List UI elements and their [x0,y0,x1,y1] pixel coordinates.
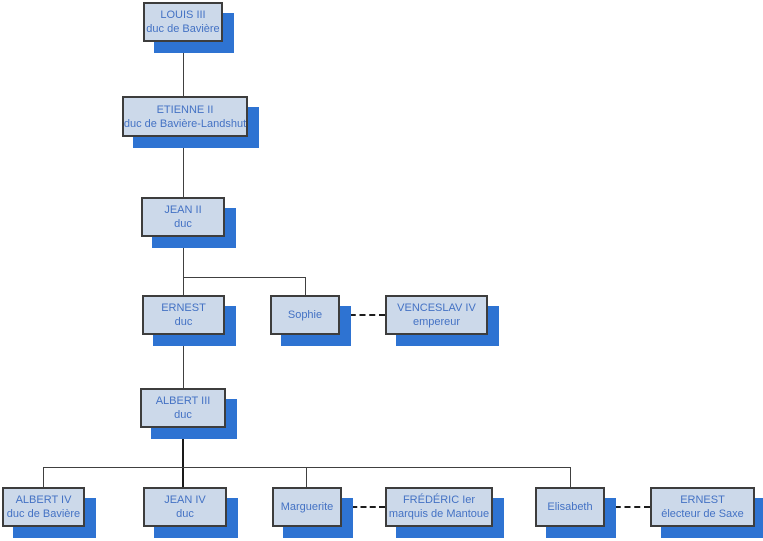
person-name: ALBERT III [155,395,211,407]
person-title: duc [174,409,192,421]
sibling-bus-line [43,467,571,468]
parent-child-connector [183,42,184,96]
person-title: électeur de Saxe [661,508,744,520]
person-name: Sophie [287,309,323,321]
person-name: ALBERT IV [15,494,72,506]
node-albert-iv[interactable]: ALBERT IV duc de Bavière [2,487,85,527]
person-name: Marguerite [280,501,334,513]
node-etienne-ii[interactable]: ETIENNE II duc de Bavière-Landshut [122,96,248,137]
parent-child-connector [570,467,571,487]
person-name: Elisabeth [547,501,593,513]
node-jean-iv[interactable]: JEAN IV duc [143,487,227,527]
person-title: duc de Bavière-Landshut [123,117,247,130]
person-title: duc de Bavière [146,23,220,35]
node-ernest-saxe[interactable]: ERNEST électeur de Saxe [650,487,755,527]
node-elisabeth[interactable]: Elisabeth [535,487,605,527]
person-name: ETIENNE II [156,103,214,116]
person-name: JEAN IV [164,494,206,506]
parent-child-connector [306,467,307,487]
parent-child-connector [183,335,184,388]
node-louis-iii[interactable]: LOUIS III duc de Bavière [143,2,223,42]
node-albert-iii[interactable]: ALBERT III duc [140,388,226,428]
person-name: ERNEST [680,494,725,506]
person-title: empereur [412,316,461,328]
person-name: VENCESLAV IV [397,302,476,314]
person-name: ERNEST [161,302,206,314]
node-marguerite[interactable]: Marguerite [272,487,342,527]
marriage-connector [605,506,650,508]
sibling-bus-line [183,277,306,278]
node-ernest[interactable]: ERNEST duc [142,295,225,335]
parent-child-connector [182,428,184,487]
node-frederic-ier[interactable]: FRÉDÉRIC Ier marquis de Mantoue [385,487,493,527]
person-title: duc [176,508,194,520]
node-venceslav-iv[interactable]: VENCESLAV IV empereur [385,295,488,335]
person-title: duc [174,316,193,328]
parent-child-connector [305,277,306,295]
node-sophie[interactable]: Sophie [270,295,340,335]
node-jean-ii[interactable]: JEAN II duc [141,197,225,237]
person-name: FRÉDÉRIC Ier [402,494,476,506]
marriage-connector [342,506,385,508]
parent-child-connector [183,137,184,197]
person-title: duc [174,218,192,230]
person-name: JEAN II [164,204,202,216]
parent-child-connector [183,237,184,295]
person-title: duc de Bavière [6,508,81,520]
parent-child-connector [43,467,44,487]
marriage-connector [340,314,385,316]
person-title: marquis de Mantoue [388,508,490,520]
person-name: LOUIS III [160,9,206,21]
